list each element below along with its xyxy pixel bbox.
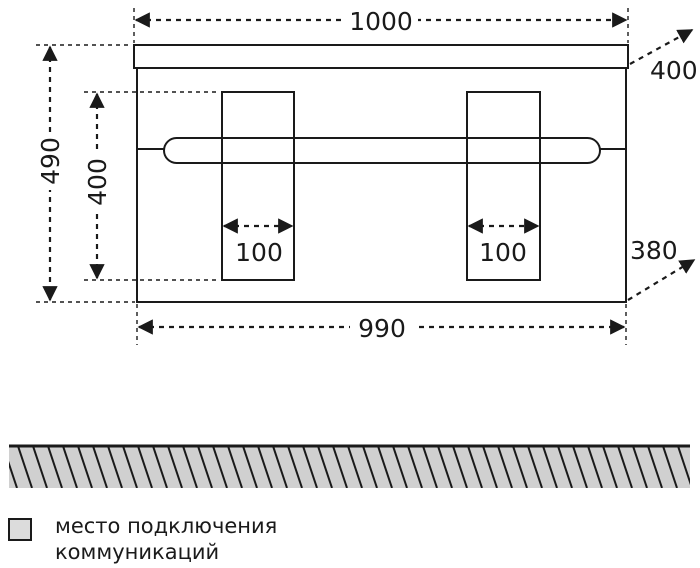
connection-zone-left: [221, 91, 295, 281]
legend-swatch: [8, 518, 32, 541]
dim-label-body-depth: 380: [630, 236, 678, 265]
legend-label-line2: коммуникаций: [55, 540, 219, 564]
dim-label-zone-right: 100: [479, 238, 527, 267]
dim-label-top-width: 1000: [349, 7, 413, 36]
countertop: [133, 44, 629, 69]
dim-label-top-depth: 400: [650, 56, 698, 85]
rail-handle: [163, 137, 601, 164]
dim-line-top-depth: [629, 29, 694, 65]
dim-line-body-depth: [627, 259, 696, 301]
cabinet-body: [136, 67, 627, 303]
connection-zone-right: [466, 91, 541, 281]
dim-label-zone-height: 400: [83, 158, 112, 206]
dim-label-zone-left: 100: [235, 238, 283, 267]
dim-label-body-width: 990: [358, 314, 406, 343]
dim-label-total-height: 490: [36, 137, 65, 185]
legend-label-line1: место подключения: [55, 514, 277, 538]
